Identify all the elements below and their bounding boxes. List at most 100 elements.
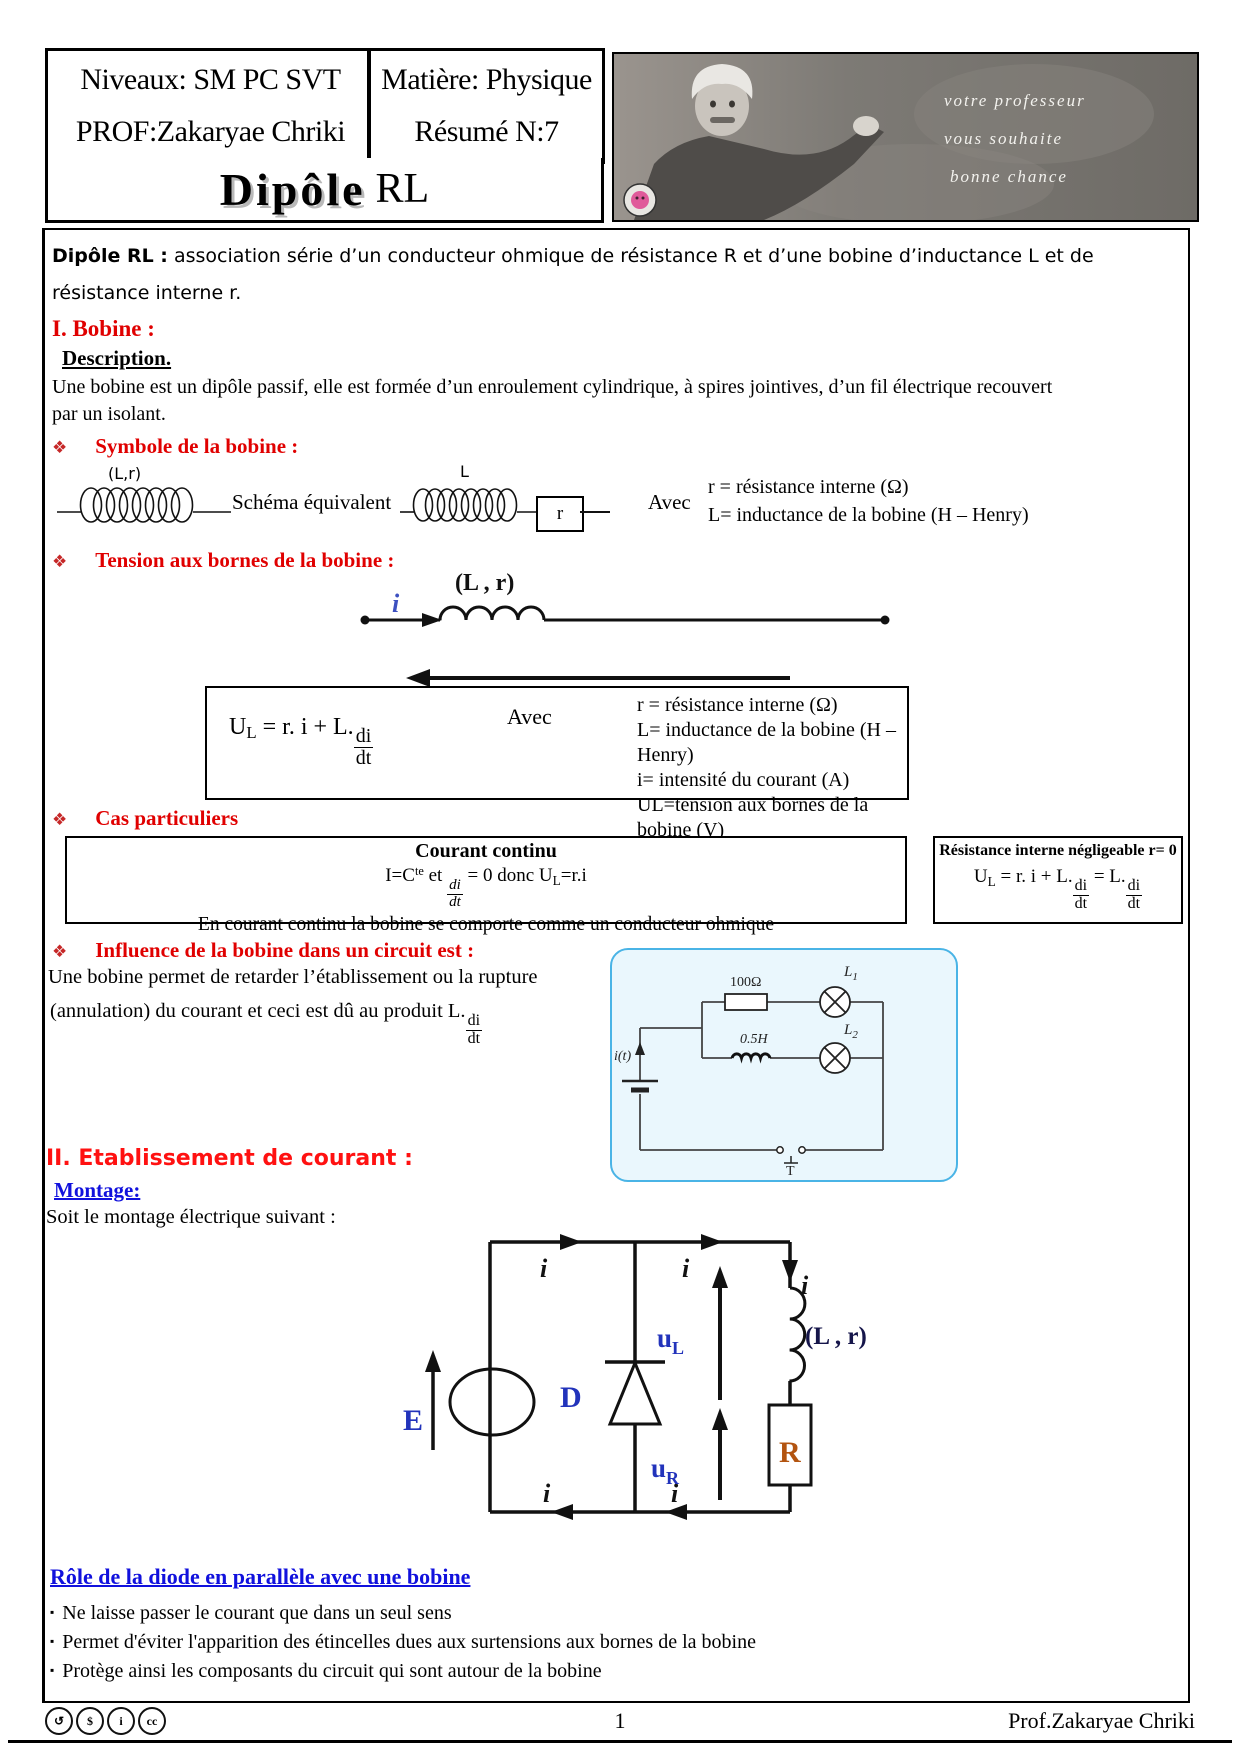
coil2-symbol xyxy=(400,488,536,522)
continu-fd: =r.i xyxy=(560,865,587,886)
i-label-top-right: i xyxy=(682,1254,690,1283)
formula-den: dt xyxy=(355,747,372,769)
coil-lr-symbol xyxy=(789,1286,807,1383)
influence-line2-text: (annulation) du courant et ceci est dû a… xyxy=(50,1000,466,1022)
continu-num: di xyxy=(447,877,463,895)
resistor-label: 100Ω xyxy=(730,975,761,990)
bullet-square-icon: ▪ xyxy=(50,1663,55,1677)
continu-fsub: L xyxy=(552,873,561,888)
prof-text: PROF:Zakaryae Chriki xyxy=(75,115,346,148)
diamond-icon: ❖ xyxy=(52,810,68,829)
lr-label-montage: (L , r) xyxy=(805,1323,867,1350)
description-line2: par un isolant. xyxy=(52,403,166,425)
lamp1-sub: 1 xyxy=(852,971,858,983)
lamp2-label: L xyxy=(843,1022,852,1038)
lamp1-label: L xyxy=(843,964,852,980)
description-title: Description. xyxy=(62,346,172,370)
ul-sub: L xyxy=(672,1338,684,1358)
share-alike-icon: ↺ xyxy=(45,1707,73,1735)
section1-title: I. Bobine : xyxy=(52,316,155,341)
ur-u: u xyxy=(651,1453,666,1483)
resistance-negligeable-box: Résistance interne négligeable r= 0 UL =… xyxy=(933,836,1183,924)
switch-label: T xyxy=(786,1164,795,1176)
diode-symbol xyxy=(605,1359,665,1426)
i-label-bottom-right: i xyxy=(671,1479,679,1508)
diode-role-list: ▪ Ne laisse passer le courant que dans un… xyxy=(50,1598,756,1685)
attribution-icon: i xyxy=(107,1707,135,1735)
generator-symbol xyxy=(448,1367,536,1437)
it-arrowhead xyxy=(635,1042,645,1055)
inductor-05h xyxy=(730,1052,772,1064)
chalk-line-2: vous souhaite xyxy=(944,129,1063,148)
bullet-square-icon: ▪ xyxy=(50,1605,55,1619)
i-label-bottom-left: i xyxy=(543,1479,551,1508)
site-badge xyxy=(623,183,657,217)
neg-num: di xyxy=(1072,877,1090,896)
svg-text:L2: L2 xyxy=(843,1022,858,1041)
coil-lr-label: (L , r) xyxy=(455,572,514,596)
ul-arrowhead xyxy=(406,669,430,687)
footer-rule xyxy=(8,1740,1232,1743)
diamond-icon: ❖ xyxy=(52,552,68,571)
influence-line1: Une bobine permet de retarder l’établiss… xyxy=(48,966,538,988)
it-label: i(t) xyxy=(614,1049,631,1064)
influence-heading: ❖Influence de la bobine dans un circuit … xyxy=(52,938,474,963)
influence-num: di xyxy=(465,1012,483,1031)
r-label-montage: R xyxy=(779,1436,801,1469)
diode-role-title: Rôle de la diode en parallèle avec une b… xyxy=(50,1564,471,1589)
i-label-top-left: i xyxy=(540,1254,548,1283)
diode-bullet-2-text: Permet d'éviter l'apparition des étincel… xyxy=(62,1631,756,1653)
avec-label-1: Avec xyxy=(648,490,691,514)
continu-fsup: te xyxy=(414,864,424,878)
chalk-line-1: votre professeur xyxy=(944,91,1086,110)
influence-heading-text: Influence de la bobine dans un circuit e… xyxy=(95,938,475,962)
def-l: L= inductance de la bobine (H – Henry) xyxy=(637,719,896,766)
continu-den: dt xyxy=(449,893,461,910)
continu-fa: I=C xyxy=(385,865,415,886)
resume-text: Résumé N:7 xyxy=(414,115,559,148)
diode-bullet-1-text: Ne laisse passer le courant que dans un … xyxy=(62,1602,452,1624)
formula-u: U xyxy=(229,714,247,740)
symbole-def2: L= inductance de la bobine (H – Henry) xyxy=(708,504,1029,526)
current-label: i xyxy=(392,589,400,618)
chalk-message: votre professeur vous souhaite bonne cha… xyxy=(944,91,1086,186)
lamp-circuit: i(t) 100Ω 0.5H L1 L2 T xyxy=(614,964,884,1179)
creative-commons-icon: cc xyxy=(138,1707,166,1735)
formula-mid: = r. i + L. xyxy=(256,714,354,740)
intro-line1: association série d’un conducteur ohmiqu… xyxy=(173,245,1094,267)
r-box-lead-wire xyxy=(580,511,610,513)
description-text: Une bobine est un dipôle passif, elle es… xyxy=(52,374,1172,428)
neg-u: U xyxy=(973,866,988,887)
tension-heading: ❖Tension aux bornes de la bobine : xyxy=(52,548,394,573)
niveaux-text: Niveaux: SM PC SVT xyxy=(80,63,341,96)
license-icons: ↺ $ i cc xyxy=(45,1707,169,1735)
neg-den2: dt xyxy=(1127,894,1141,912)
influence-line2: (annulation) du courant et ceci est dû a… xyxy=(50,1000,483,1048)
body-frame xyxy=(42,228,1190,1703)
voltage-arrows xyxy=(425,1266,728,1500)
continu-fc: = 0 donc U xyxy=(467,865,553,886)
einstein-photo: votre professeur vous souhaite bonne cha… xyxy=(612,52,1199,222)
battery-symbol xyxy=(622,1079,658,1093)
diamond-icon: ❖ xyxy=(52,438,68,457)
svg-text:L1: L1 xyxy=(843,964,858,983)
influence-den: dt xyxy=(467,1029,481,1047)
intro-lead: Dipôle RL : xyxy=(52,245,168,267)
formula-sub: L xyxy=(246,723,257,742)
montage-subtitle: Montage: xyxy=(54,1178,141,1202)
lamp2-sub: 2 xyxy=(852,1029,858,1041)
neg-m2: = L. xyxy=(1093,866,1126,887)
description-line1: Une bobine est un dipôle passif, elle es… xyxy=(52,376,1053,398)
lamp-l1: L1 xyxy=(819,964,858,1018)
ur-sub: R xyxy=(666,1468,680,1488)
montage-intro: Soit le montage électrique suivant : xyxy=(46,1206,336,1228)
header-resume: Résumé N:7 xyxy=(367,103,605,164)
e-label: E xyxy=(403,1404,423,1437)
symbole-heading-text: Symbole de la bobine : xyxy=(95,434,299,458)
header-prof: PROF:Zakaryae Chriki xyxy=(45,103,376,164)
cas-heading-text: Cas particuliers xyxy=(95,806,239,830)
